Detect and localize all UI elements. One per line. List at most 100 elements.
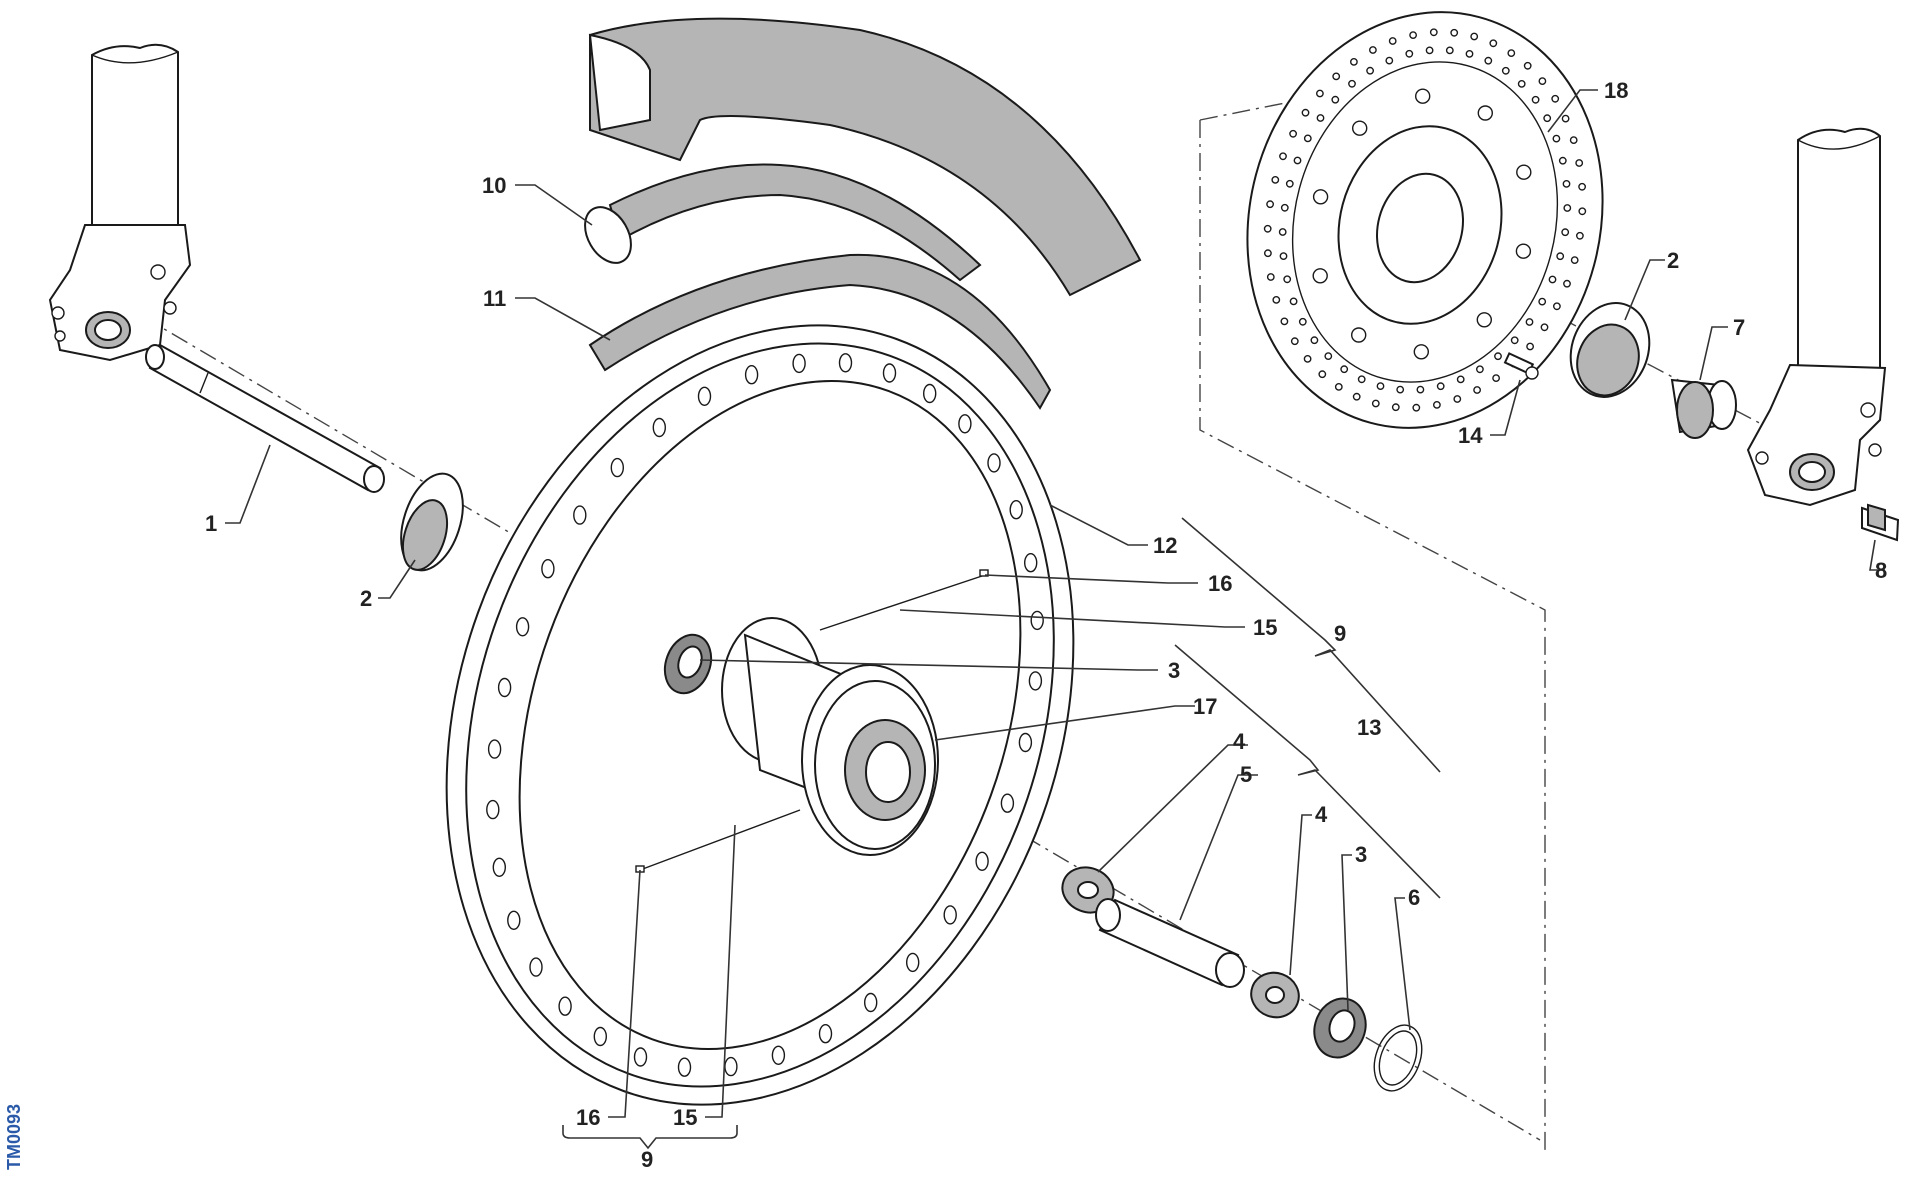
disc-vent-hole — [1264, 249, 1272, 258]
disc-float-button — [1516, 164, 1532, 180]
disc-vent-hole — [1552, 134, 1561, 143]
callout-5: 5 — [1240, 762, 1252, 787]
rim-spoke-hole — [652, 417, 666, 438]
rim-spoke-hole — [529, 957, 543, 977]
disc-vent-hole — [1456, 375, 1465, 384]
callout-6: 6 — [1408, 885, 1420, 910]
disc-float-button — [1312, 189, 1329, 205]
rim-tape — [588, 253, 1052, 410]
disc-vent-hole — [1553, 302, 1561, 311]
disc-vent-hole — [1429, 28, 1438, 37]
disc-vent-hole — [1385, 56, 1394, 65]
disc-vent-hole — [1278, 228, 1287, 236]
disc-vent-hole — [1433, 400, 1441, 409]
disc-vent-hole — [1391, 403, 1400, 412]
disc-vent-hole — [1523, 61, 1532, 70]
rim-spoke-hole — [906, 952, 920, 973]
axle — [145, 343, 385, 493]
disc-vent-hole — [1465, 50, 1474, 58]
rim-spoke-hole — [1000, 793, 1015, 813]
disc-vent-hole — [1470, 32, 1479, 41]
right-spacer — [1670, 378, 1737, 439]
disc-vent-hole — [1303, 134, 1312, 143]
callout-16-upper: 16 — [1208, 571, 1232, 596]
disc-vent-hole — [1517, 80, 1526, 88]
disc-vent-hole — [1279, 152, 1287, 161]
rim-spoke-hole — [975, 851, 989, 871]
disc-vent-hole — [1396, 385, 1405, 394]
disc-vent-hole — [1348, 79, 1356, 88]
disc-vent-hole — [1525, 318, 1534, 326]
rim-spoke-hole — [771, 1045, 786, 1066]
dust-seal-right — [1569, 302, 1651, 398]
rim-spoke-hole — [943, 905, 957, 925]
disc-vent-hole — [1562, 179, 1571, 188]
disc-vent-hole — [1569, 136, 1578, 145]
disc-float-button — [1515, 243, 1532, 259]
disc-vent-hole — [1538, 77, 1547, 86]
disc-float-button — [1312, 268, 1328, 284]
disc-vent-hole — [1450, 28, 1459, 37]
rim-spoke-hole — [958, 414, 972, 434]
disc-vent-hole — [1316, 114, 1325, 122]
rim-spoke-hole — [923, 383, 937, 404]
disc-vent-hole — [1290, 337, 1299, 346]
rim-spoke-hole — [633, 1047, 648, 1067]
disc-vent-hole — [1340, 365, 1349, 374]
callout-8: 8 — [1875, 558, 1887, 583]
callout-11: 11 — [483, 286, 506, 311]
disc-vent-hole — [1476, 365, 1484, 374]
disc-vent-hole — [1425, 46, 1434, 55]
disc-vent-hole — [1371, 399, 1380, 408]
disc-vent-hole — [1576, 231, 1584, 240]
disc-vent-hole — [1526, 342, 1535, 351]
disc-vent-hole — [1563, 204, 1572, 212]
disc-vent-hole — [1453, 395, 1462, 403]
disc-vent-hole — [1332, 72, 1341, 81]
callout-9-lower: 9 — [641, 1147, 653, 1172]
disc-vent-hole — [1369, 46, 1377, 54]
rim-spoke-hole — [507, 910, 521, 930]
rim-spoke-hole — [864, 992, 878, 1013]
spacer-washer-4b — [1250, 971, 1300, 1019]
callout-15-upper: 15 — [1253, 615, 1277, 640]
disc-vent-hole — [1409, 31, 1418, 39]
disc-vent-hole — [1266, 200, 1275, 209]
rim-spoke-hole — [1028, 671, 1043, 691]
wheel-hub — [721, 617, 939, 856]
disc-vent-hole — [1540, 323, 1549, 332]
callout-labels: 1 2 10 11 12 16 15 9 3 17 13 4 5 4 3 6 1… — [205, 78, 1887, 1172]
disc-vent-hole — [1316, 89, 1324, 98]
spokes — [635, 569, 989, 873]
disc-vent-hole — [1507, 49, 1516, 57]
disc-bolt — [1503, 352, 1539, 380]
disc-vent-hole — [1366, 66, 1375, 75]
rim-spoke-hole — [558, 996, 572, 1016]
callout-3-upper: 3 — [1168, 658, 1180, 683]
disc-vent-hole — [1556, 252, 1565, 261]
callout-9-upper: 9 — [1334, 621, 1346, 646]
rim-spoke-hole — [744, 365, 759, 385]
rim-spoke-hole — [593, 1026, 607, 1047]
disc-vent-hole — [1473, 386, 1482, 394]
disc-vent-hole — [1298, 317, 1307, 326]
rim-spoke-hole — [792, 353, 806, 374]
rim-spoke-hole — [1009, 500, 1023, 520]
rim-spoke-hole — [610, 457, 624, 478]
disc-vent-hole — [1578, 207, 1587, 216]
disc-vent-hole — [1543, 114, 1552, 123]
disc-vent-hole — [1310, 336, 1319, 345]
rim-spoke-hole — [697, 386, 712, 406]
rim-spoke-hole — [492, 857, 506, 877]
disc-vent-hole — [1501, 66, 1510, 75]
rim-spoke-hole — [573, 505, 587, 525]
right-fork-leg — [1746, 127, 1887, 507]
disc-vent-hole — [1331, 95, 1340, 104]
disc-vent-hole — [1388, 37, 1397, 45]
disc-vent-hole — [1301, 108, 1310, 117]
wheel-bearing-right — [1313, 997, 1367, 1059]
disc-vent-hole — [1280, 203, 1289, 212]
circlip — [1373, 1024, 1423, 1092]
callout-1: 1 — [205, 511, 217, 536]
rim-spoke-hole — [882, 363, 897, 383]
